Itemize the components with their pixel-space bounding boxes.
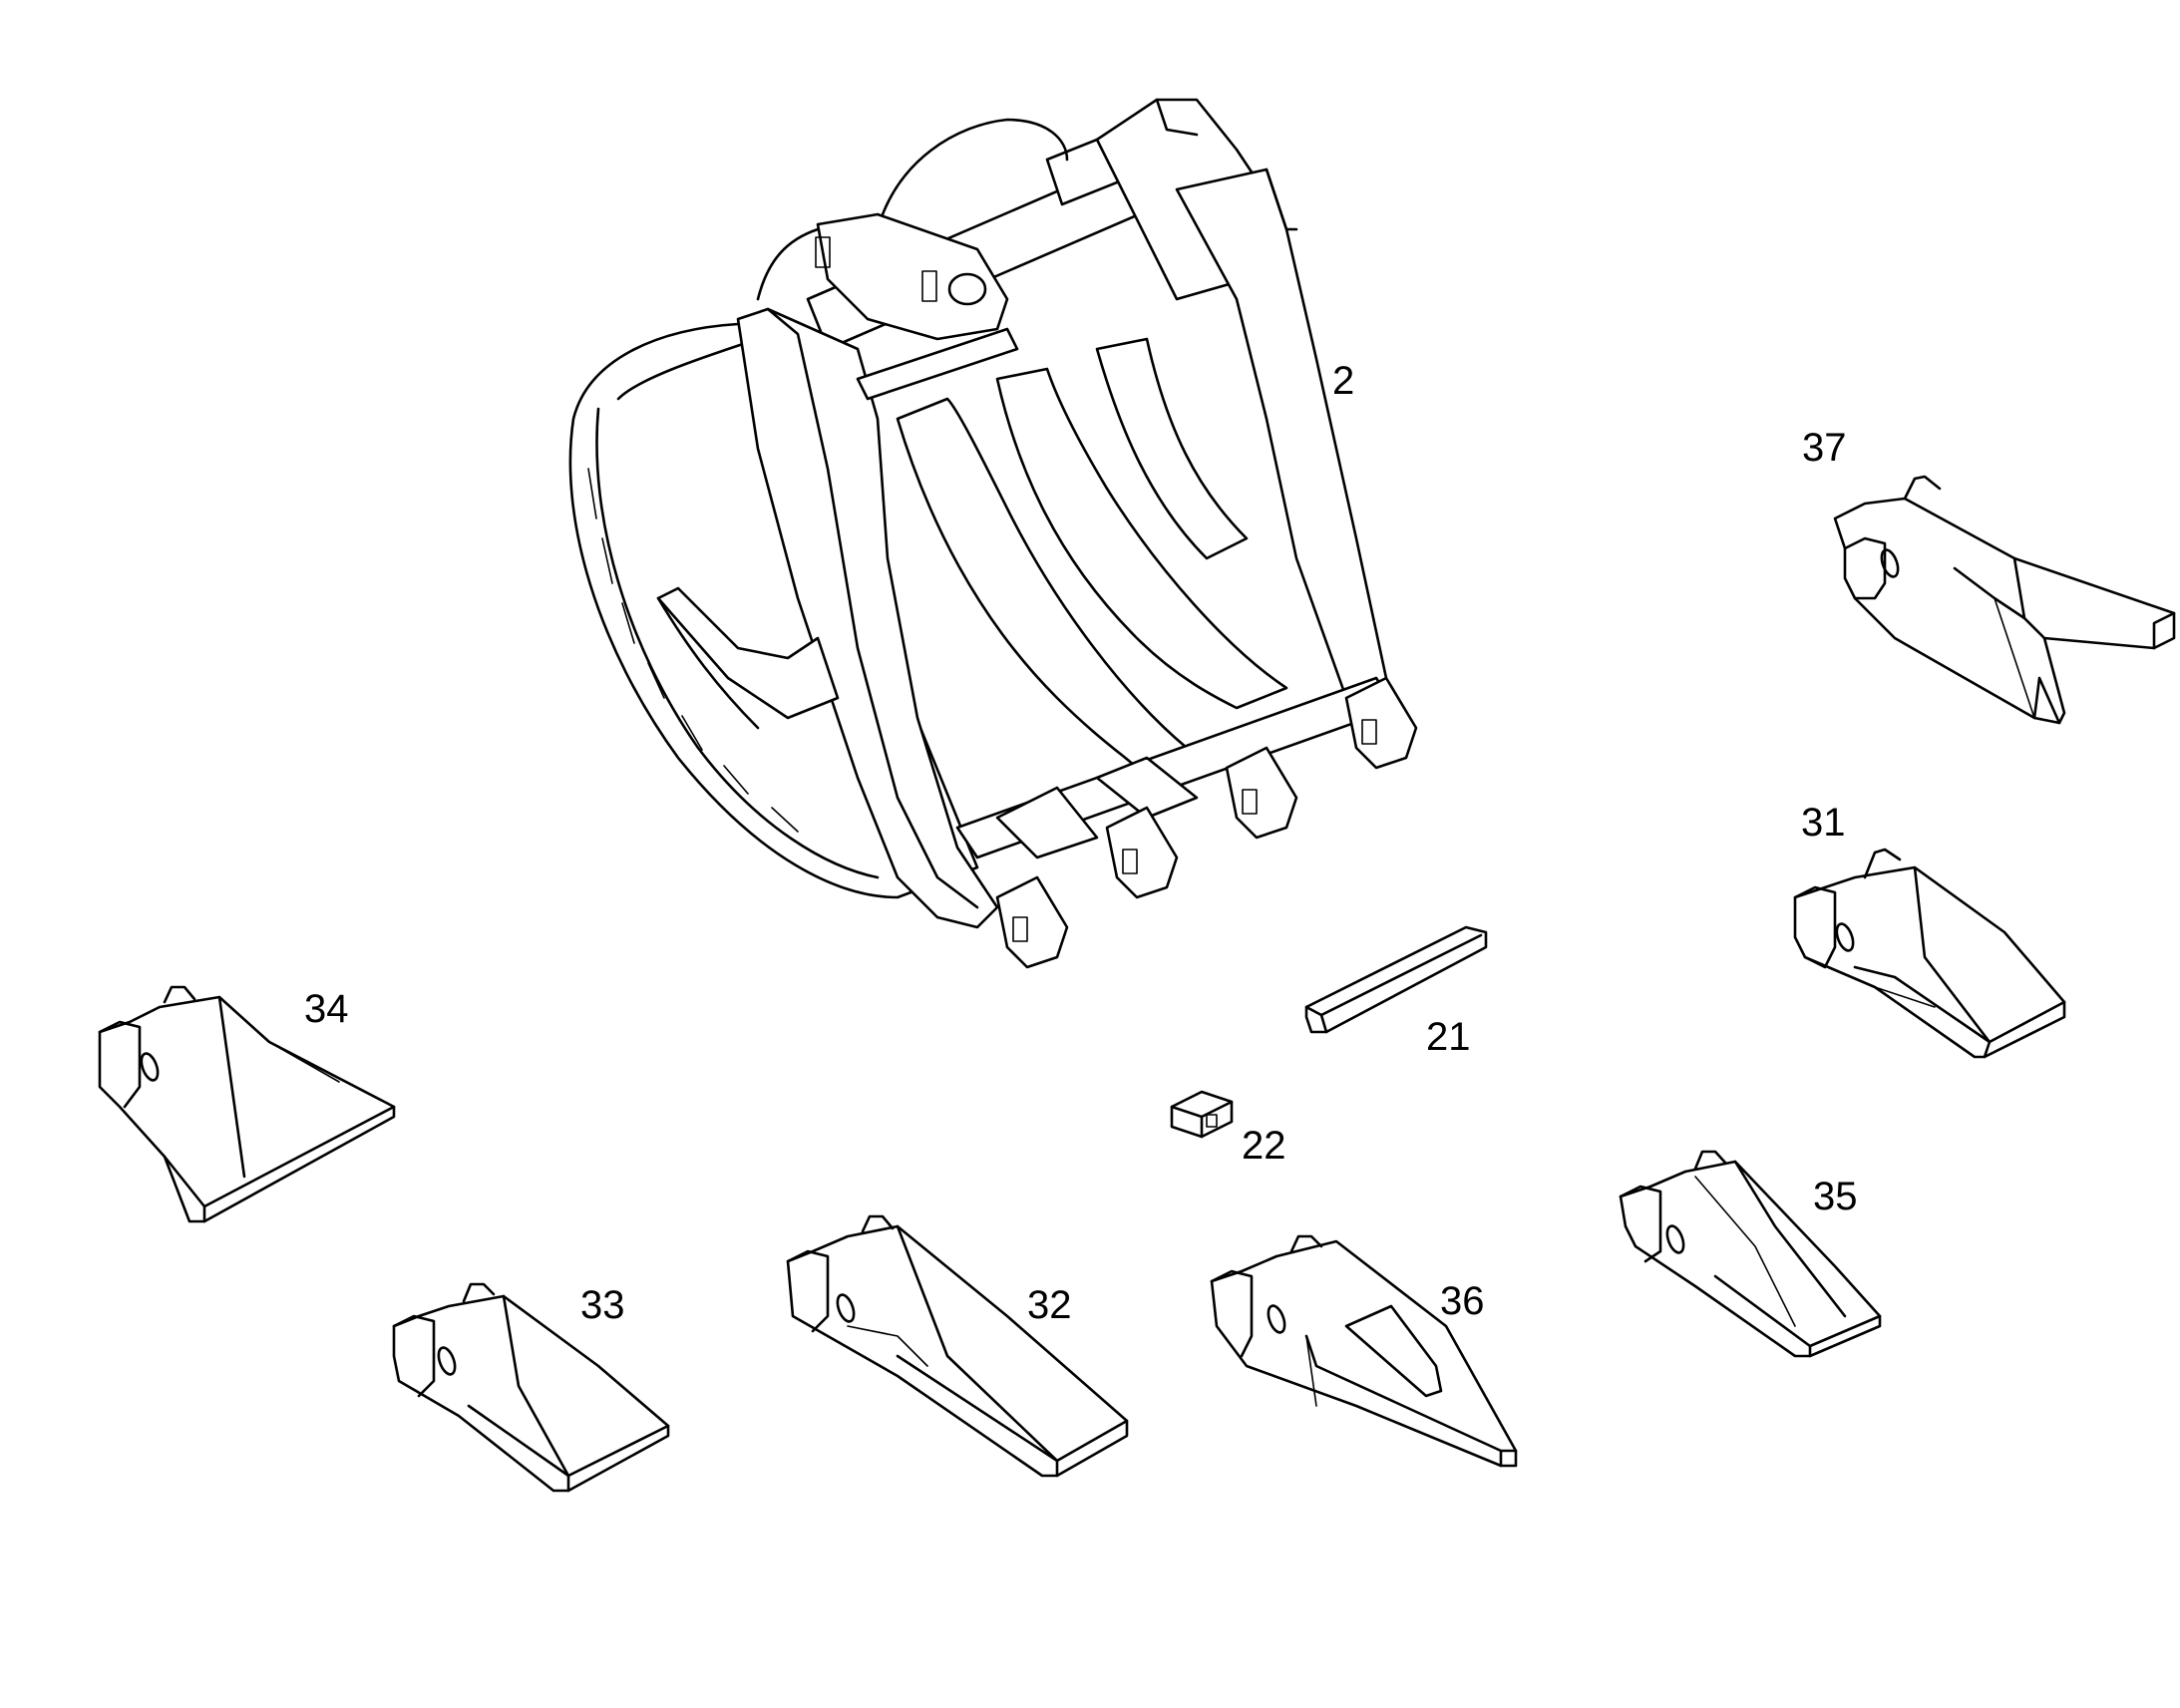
lock-retainer-icon[interactable] (1170, 1090, 1234, 1139)
callout-2: 2 (1332, 359, 1354, 403)
callout-21: 21 (1426, 1015, 1471, 1059)
callout-37: 37 (1802, 426, 1847, 470)
bucket-tooth-icon[interactable] (392, 1282, 670, 1493)
callout-32: 32 (1027, 1283, 1072, 1327)
bucket-tooth-icon[interactable] (1619, 1150, 1882, 1358)
callout-36: 36 (1440, 1279, 1485, 1323)
bucket-tooth-icon[interactable] (98, 985, 396, 1223)
bucket-tooth-icon[interactable] (1793, 848, 2066, 1059)
bucket-tooth-icon[interactable] (786, 1214, 1129, 1478)
callout-35: 35 (1813, 1175, 1858, 1218)
callout-34: 34 (304, 987, 349, 1031)
wear-strip-icon[interactable] (1304, 925, 1488, 1034)
bucket-tooth-icon[interactable] (1210, 1234, 1518, 1468)
callout-33: 33 (580, 1283, 625, 1327)
bucket-tooth-icon[interactable] (1833, 475, 2176, 725)
callout-22: 22 (1242, 1124, 1286, 1168)
excavator-bucket-icon[interactable] (568, 98, 1418, 969)
callout-31: 31 (1801, 801, 1846, 845)
